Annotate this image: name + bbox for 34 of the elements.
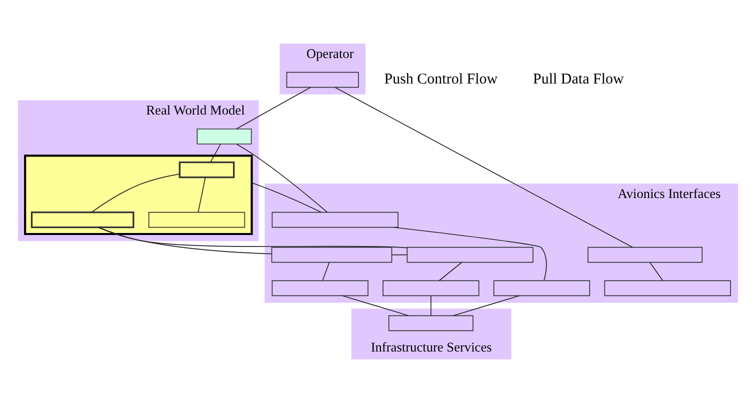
connector — [251, 182, 322, 213]
cluster: Infrastructure Services — [351, 308, 512, 360]
label: Push Control Flow — [384, 72, 498, 88]
node-box — [178, 162, 235, 178]
node-box — [271, 246, 392, 263]
connector — [322, 262, 330, 282]
connector — [392, 254, 408, 256]
node-box — [406, 246, 534, 263]
node-box — [493, 280, 590, 296]
connector — [198, 176, 206, 212]
cluster — [24, 154, 253, 236]
connector — [98, 227, 272, 254]
node-box — [388, 315, 474, 332]
cluster: Real World Model — [18, 100, 259, 242]
label: Pull Data Flow — [532, 72, 624, 88]
connector — [394, 226, 547, 281]
connector — [98, 227, 408, 248]
connector — [236, 144, 328, 213]
node-box — [196, 128, 252, 144]
connector — [91, 174, 180, 213]
node-box — [382, 280, 480, 296]
node-box — [604, 280, 731, 296]
connector — [210, 144, 221, 163]
node-box — [148, 212, 246, 228]
connector — [649, 262, 664, 282]
connector — [438, 262, 462, 282]
node-box — [30, 212, 134, 228]
cluster: Operator — [280, 44, 366, 94]
node-box — [588, 246, 703, 263]
node-box — [272, 280, 368, 296]
node-box — [286, 72, 359, 88]
node-box — [272, 212, 398, 228]
cluster: Avionics Interfaces — [264, 184, 738, 303]
connector — [430, 295, 432, 316]
